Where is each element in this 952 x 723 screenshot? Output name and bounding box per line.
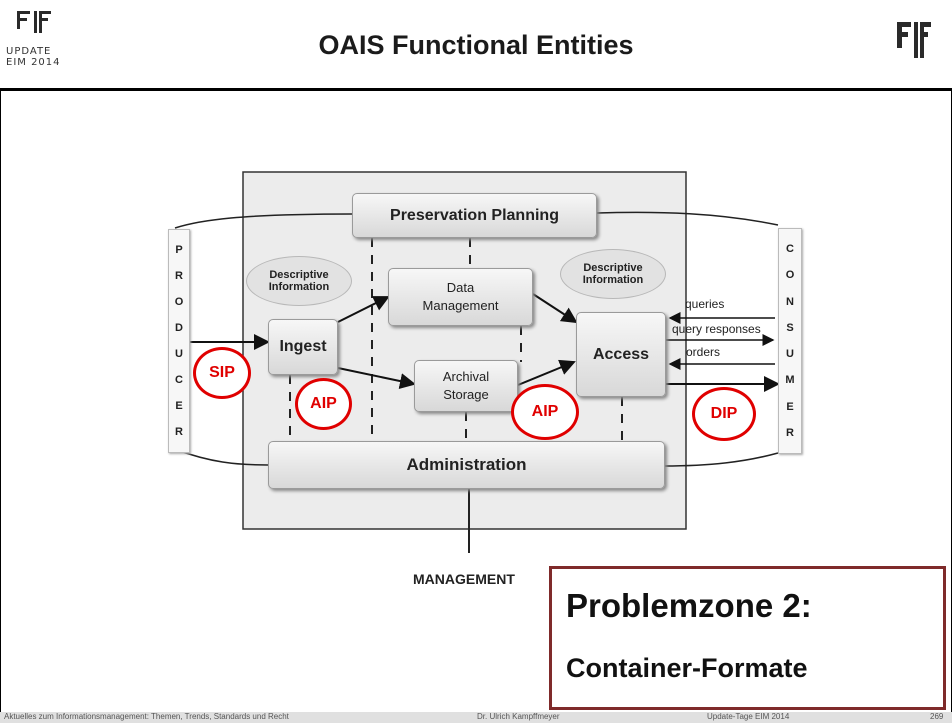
sip-highlight: SIP [193,347,251,399]
footer-event: Update-Tage EIM 2014 [707,712,790,721]
producer-letter: C [175,374,183,386]
queries-label: queries [685,297,725,311]
query-responses-label: query responses [672,322,761,336]
descriptive-info-right-line2: Information [582,274,644,286]
producer-letter: E [175,400,183,412]
aip-left-label: AIP [310,395,337,412]
management-label: MANAGEMENT [413,571,515,587]
dip-label: DIP [710,405,738,422]
orders-label: orders [686,345,721,359]
ingest-label: Ingest [279,338,327,355]
slide-header: UPDATE EIM 2014 OAIS Functional Entities [0,0,952,91]
sip-label: SIP [209,364,235,381]
preservation-planning-box: Preservation Planning [352,193,597,238]
consumer-letter: O [785,269,795,282]
logo-mark-right-icon [897,22,931,58]
archival-storage-box: Archival Storage [414,360,518,412]
problemzone-subtitle: Container-Formate [566,653,808,683]
logo-text-eim: EIM 2014 [6,57,61,68]
producer-letter: P [175,244,183,256]
descriptive-information-left: Descriptive Information [246,256,352,306]
consumer-letter: S [786,321,794,334]
producer-letter: D [175,322,183,334]
producer-sidebar: P R O D U C E R [168,229,190,453]
aip-right-label: AIP [531,403,559,420]
descriptive-info-left-line1: Descriptive [269,269,329,281]
descriptive-information-right: Descriptive Information [560,249,666,299]
archival-storage-label-line1: Archival [442,369,490,384]
descriptive-info-right-line1: Descriptive [583,262,643,274]
access-label: Access [592,345,650,363]
problemzone-title: Problemzone 2: [566,587,812,624]
producer-letter: R [175,270,183,282]
data-management-box: Data Management [388,268,533,326]
ingest-box: Ingest [268,319,338,375]
consumer-letter: R [786,426,794,439]
data-management-label-line1: Data [446,280,475,295]
access-box: Access [576,312,666,397]
aip-highlight-right: AIP [511,384,579,440]
descriptive-info-left-line2: Information [268,281,330,293]
aip-highlight-left: AIP [295,378,352,430]
consumer-letter: U [786,348,794,361]
footer-left-text: Aktuelles zum Informationsmanagement: Th… [4,712,289,721]
consumer-letter: N [786,295,794,308]
producer-letter: R [175,426,183,438]
data-management-label-line2: Management [422,298,499,313]
consumer-letter: C [786,243,794,256]
update-eim-logo: UPDATE EIM 2014 [6,8,86,78]
administration-box: Administration [268,441,665,489]
slide-footer: Aktuelles zum Informationsmanagement: Th… [0,712,952,723]
producer-letter: U [175,348,183,360]
logo-text-update: UPDATE [6,46,52,57]
consumer-sidebar: C O N S U M E R [778,228,802,454]
preservation-planning-label: Preservation Planning [390,206,559,224]
dip-highlight: DIP [692,387,756,441]
archival-storage-label-line2: Storage [443,387,489,402]
footer-author: Dr. Ulrich Kampffmeyer [477,712,560,721]
slide-title: OAIS Functional Entities [318,30,634,60]
footer-page-number: 269 [930,712,944,721]
consumer-letter: E [786,400,794,413]
producer-letter: O [174,296,184,308]
administration-label: Administration [406,455,527,474]
consumer-letter: M [785,374,795,387]
problemzone-box: Problemzone 2: Container-Formate [549,566,946,710]
logo-mark-icon [17,11,51,33]
